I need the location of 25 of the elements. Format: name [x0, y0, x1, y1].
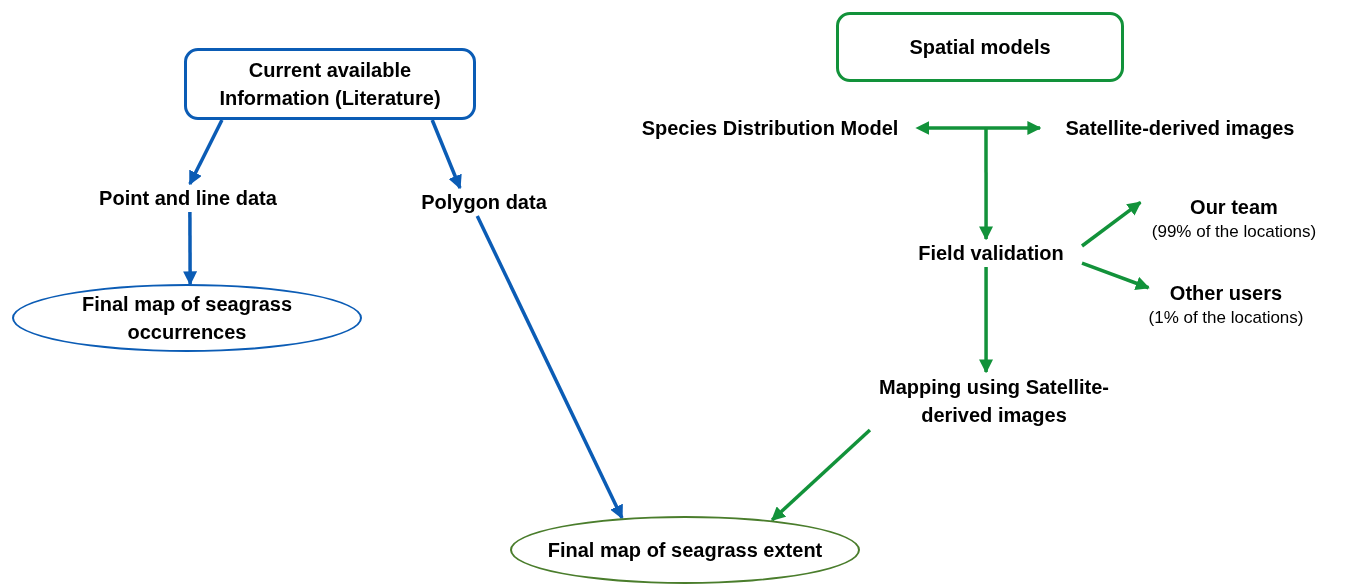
- node-label: Final map of seagrass extent: [547, 538, 823, 563]
- arrow: [188, 119, 224, 186]
- node-label: Point and line data: [70, 184, 306, 212]
- node-label: Spatial models: [909, 35, 1051, 60]
- arrow: [979, 267, 994, 374]
- node-label: Final map of seagrass occurrences: [80, 292, 294, 345]
- arrow: [770, 428, 872, 522]
- rounded-box: [836, 12, 1124, 82]
- arrow: [1080, 201, 1142, 248]
- node-label: Satellite-derived images: [1040, 114, 1320, 142]
- arrow: [915, 121, 1042, 135]
- node-label: Species Distribution Model: [612, 114, 928, 142]
- node-note: (99% of the locations): [1151, 221, 1317, 243]
- arrow: [979, 128, 994, 241]
- arrow: [1081, 261, 1150, 290]
- node-label: Other users: [1169, 281, 1283, 306]
- node-label: Polygon data: [400, 188, 568, 216]
- arrow: [183, 212, 198, 286]
- node-note: (1% of the locations): [1148, 307, 1304, 329]
- arrow: [430, 119, 462, 190]
- node-label: Mapping using Satellite-derived images: [862, 372, 1126, 430]
- node-label: Current available Information (Literature): [218, 58, 442, 111]
- node-label: Field validation: [900, 239, 1082, 267]
- rounded-box: [184, 48, 476, 120]
- node-label: Our team: [1190, 195, 1278, 220]
